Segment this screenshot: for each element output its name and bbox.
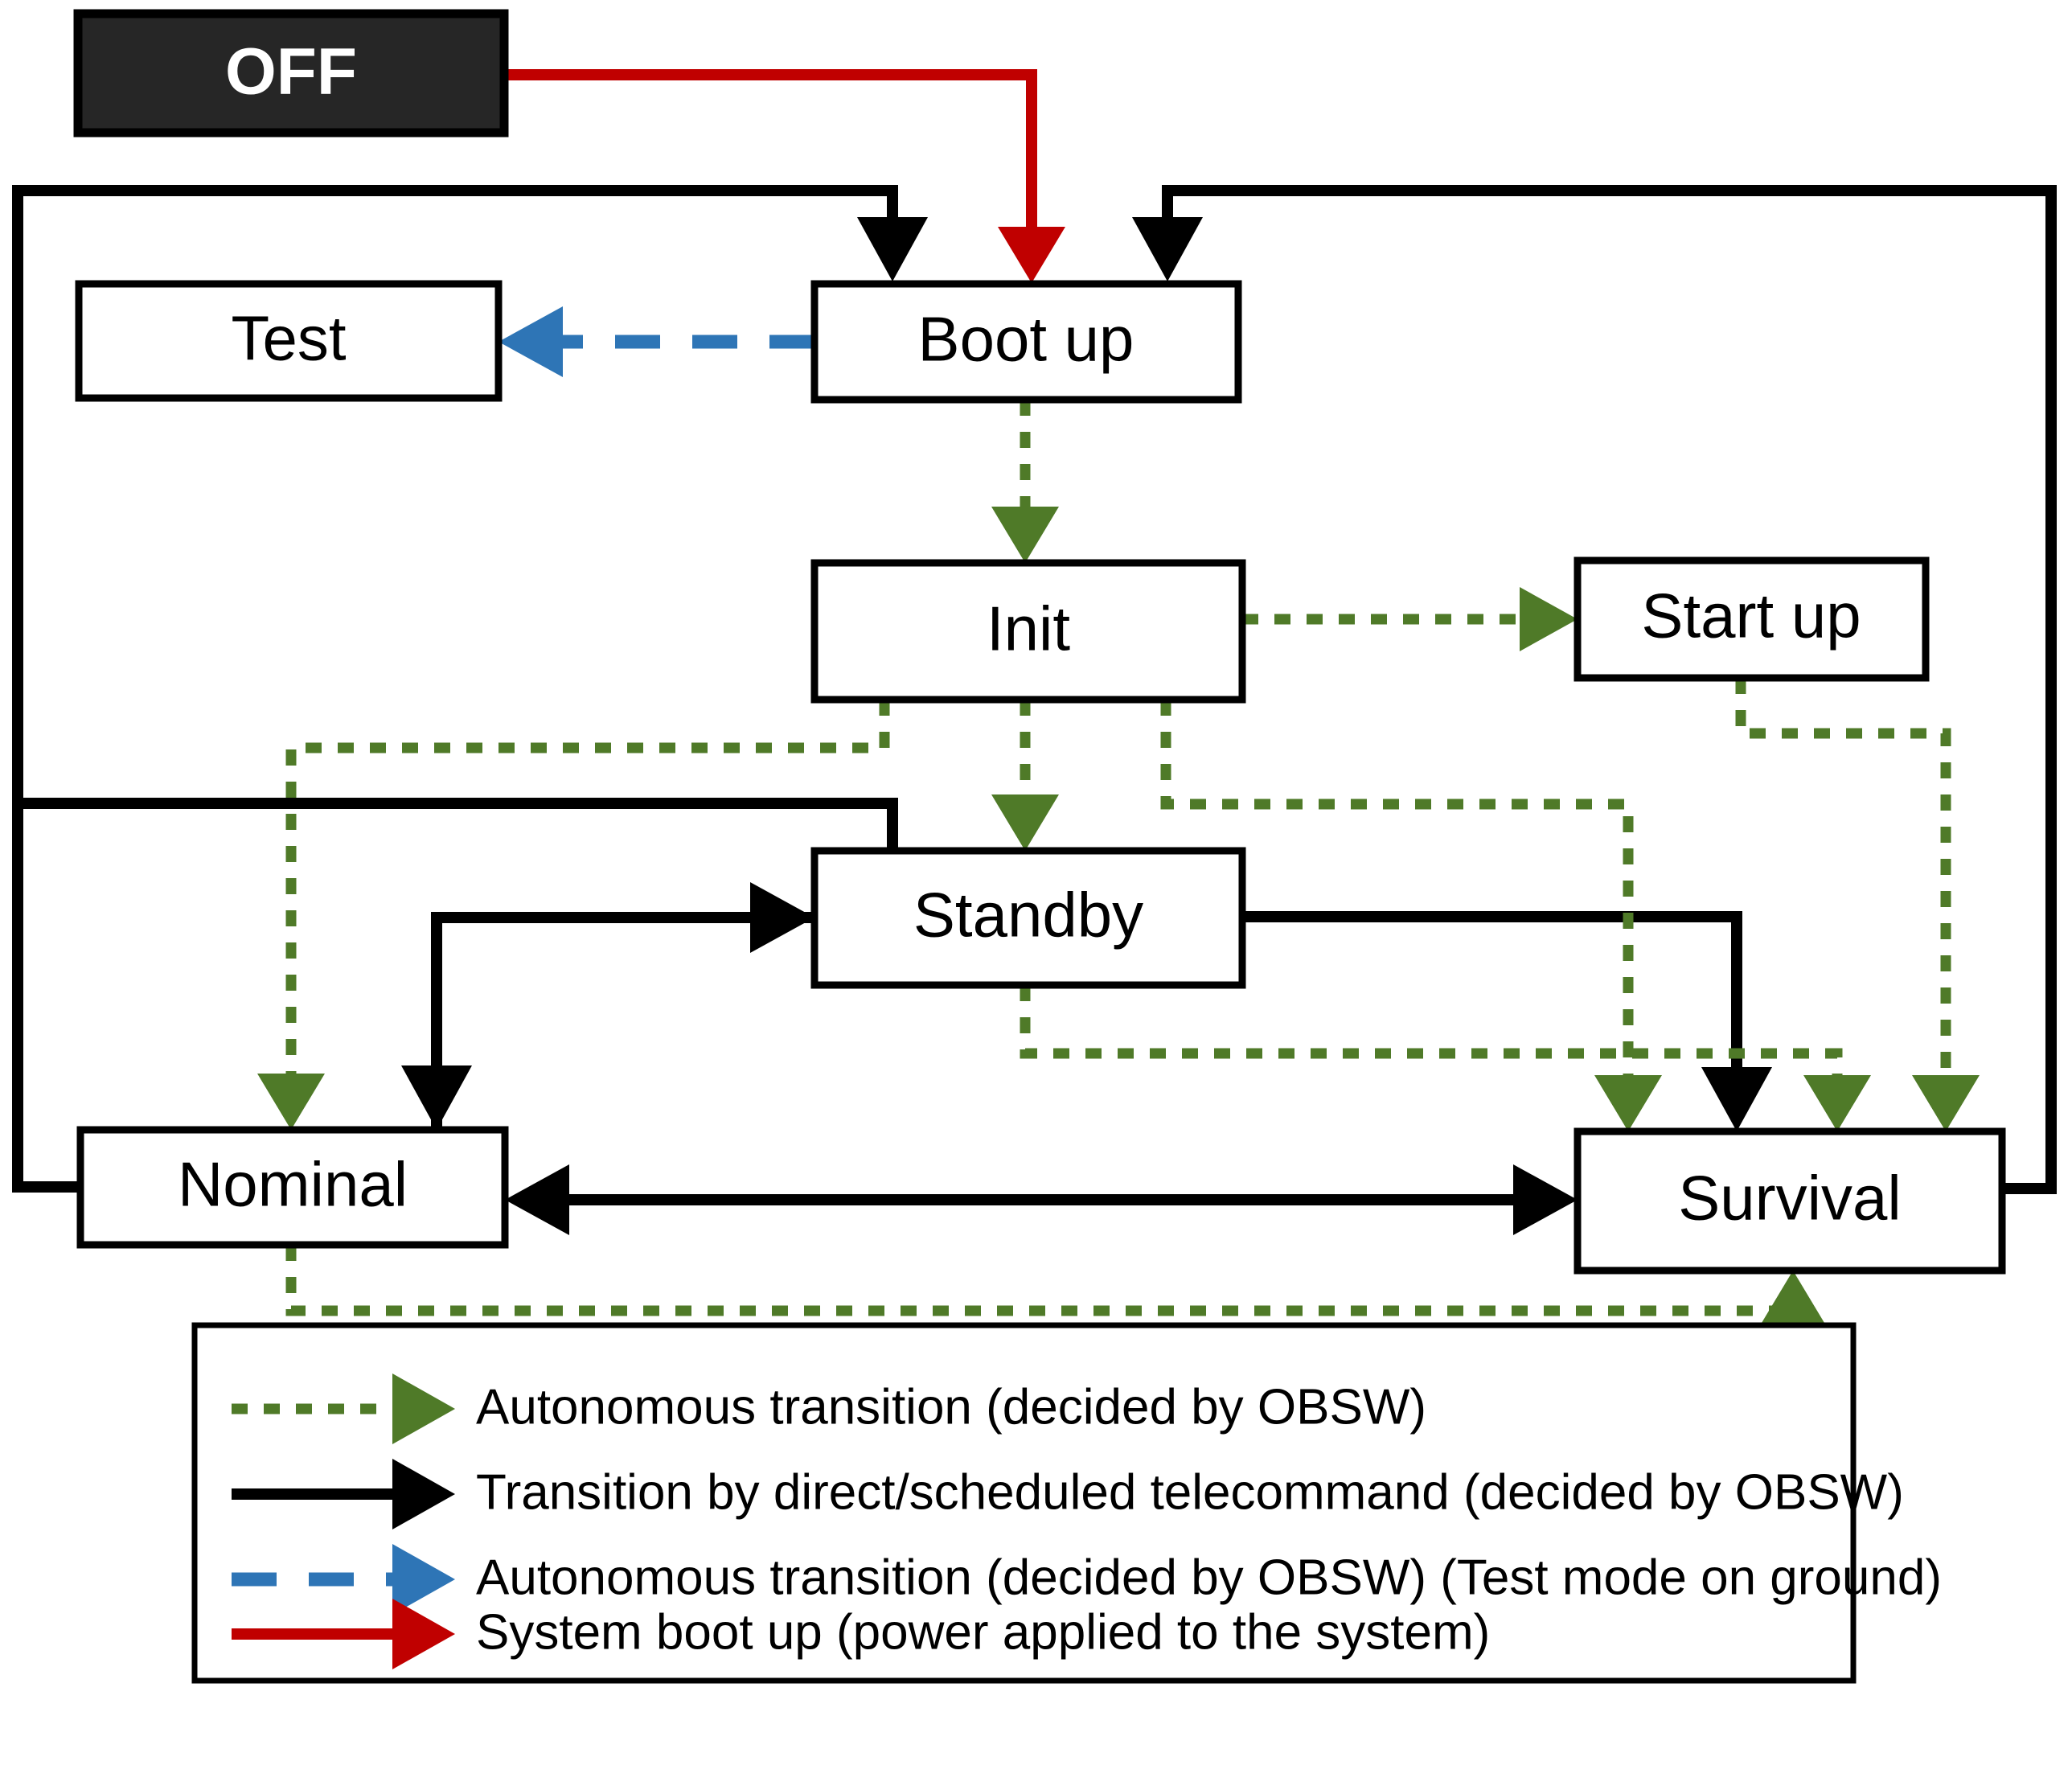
arrowhead-init-to-startup [1520, 587, 1578, 651]
arrowhead-init-to-standby [991, 794, 1059, 851]
arrowhead-init-to-survival [1594, 1075, 1662, 1131]
edge-survival-to-bootup [1162, 185, 2057, 1194]
legend-swatch-solid-red-arrowhead [392, 1599, 455, 1669]
legend-swatch-dotted-green-arrowhead [392, 1373, 455, 1444]
edge-standby-to-survival [1242, 911, 1742, 1091]
node-startup[interactable]: Start up [1573, 556, 1930, 682]
node-nominal-rect[interactable] [76, 1126, 509, 1249]
arrowhead-bootup-to-init [991, 507, 1059, 563]
node-init[interactable]: Init [810, 559, 1246, 704]
arrowhead-init-to-nominal [257, 1074, 325, 1130]
edge-left-rail-to-standby [18, 798, 898, 851]
node-standby[interactable]: Standby [810, 847, 1246, 989]
node-bootup-label: Boot up [918, 304, 1134, 375]
edge-nominal-to-survival-auto [285, 1245, 1799, 1319]
node-bootup-rect[interactable] [810, 280, 1242, 404]
legend-item-autonomous: Autonomous transition (decided by OBSW) [232, 1373, 1426, 1444]
legend-label-telecommand: Transition by direct/scheduled telecomma… [476, 1464, 1904, 1520]
node-survival-label: Survival [1678, 1163, 1901, 1234]
edge-startup-to-survival [1735, 678, 1951, 1086]
edge-init-to-survival [1160, 700, 1634, 1086]
arrowhead-survival-to-bootup [1132, 217, 1203, 281]
node-survival[interactable]: Survival [1573, 1127, 2006, 1275]
edge-layer-boot-power [504, 69, 1065, 283]
legend-item-telecommand: Transition by direct/scheduled telecomma… [232, 1459, 1904, 1529]
node-standby-label: Standby [913, 880, 1143, 950]
node-survival-rect[interactable] [1573, 1127, 2006, 1275]
arrowhead-nominal-to-survival-auto [1759, 1271, 1827, 1327]
arrowhead-nominal-to-bootup [857, 217, 928, 281]
node-nominal-label: Nominal [178, 1149, 408, 1220]
legend-label-autonomous: Autonomous transition (decided by OBSW) [476, 1379, 1426, 1435]
arrowhead-standby-to-survival-auto [1803, 1075, 1871, 1131]
arrowhead-off-to-bootup [998, 227, 1065, 283]
arrowhead-nominal-to-survival [1513, 1164, 1578, 1235]
arrowhead-startup-to-survival [1912, 1075, 1980, 1131]
node-standby-rect[interactable] [810, 847, 1246, 989]
node-test-label: Test [231, 303, 346, 374]
edge-layer-telecommand [12, 185, 2057, 1235]
legend-label-boot-power: System boot up (power applied to the sys… [476, 1604, 1490, 1660]
legend-swatch-solid-black-arrowhead [392, 1459, 455, 1529]
edge-nominal-to-standby [431, 912, 772, 1130]
edge-off-to-bootup [504, 69, 1037, 241]
node-init-label: Init [987, 593, 1070, 664]
node-startup-label: Start up [1641, 581, 1861, 651]
arrowhead-survival-to-nominal [505, 1164, 569, 1235]
legend-swatch-dashed-blue-arrowhead [392, 1544, 455, 1615]
arrowhead-standby-to-survival [1701, 1067, 1772, 1131]
edge-standby-to-survival-auto [1020, 985, 1843, 1086]
node-off-rect[interactable] [73, 9, 509, 138]
node-bootup[interactable]: Boot up [810, 280, 1242, 404]
edge-init-to-nominal [285, 700, 890, 1084]
node-test[interactable]: Test [75, 280, 503, 402]
arrowhead-bootup-to-test [499, 306, 563, 377]
edge-nominal-to-bootup [12, 185, 898, 1193]
legend-item-boot-power: System boot up (power applied to the sys… [232, 1599, 1490, 1669]
legend-box [191, 1322, 1857, 1684]
node-init-rect[interactable] [810, 559, 1246, 704]
legend-item-test-mode: Autonomous transition (decided by OBSW) … [232, 1544, 1942, 1615]
node-off-label: OFF [225, 35, 357, 109]
legend-label-test-mode: Autonomous transition (decided by OBSW) … [476, 1550, 1942, 1605]
node-nominal[interactable]: Nominal [76, 1126, 509, 1249]
edge-layer-test-mode [499, 306, 814, 377]
edge-layer-autonomous [257, 400, 1980, 1327]
node-startup-rect[interactable] [1573, 556, 1930, 682]
arrowhead-standby-to-nominal [401, 1065, 472, 1130]
legend: Autonomous transition (decided by OBSW) … [191, 1322, 1942, 1684]
node-off[interactable]: OFF [73, 9, 509, 138]
node-test-rect[interactable] [75, 280, 503, 402]
